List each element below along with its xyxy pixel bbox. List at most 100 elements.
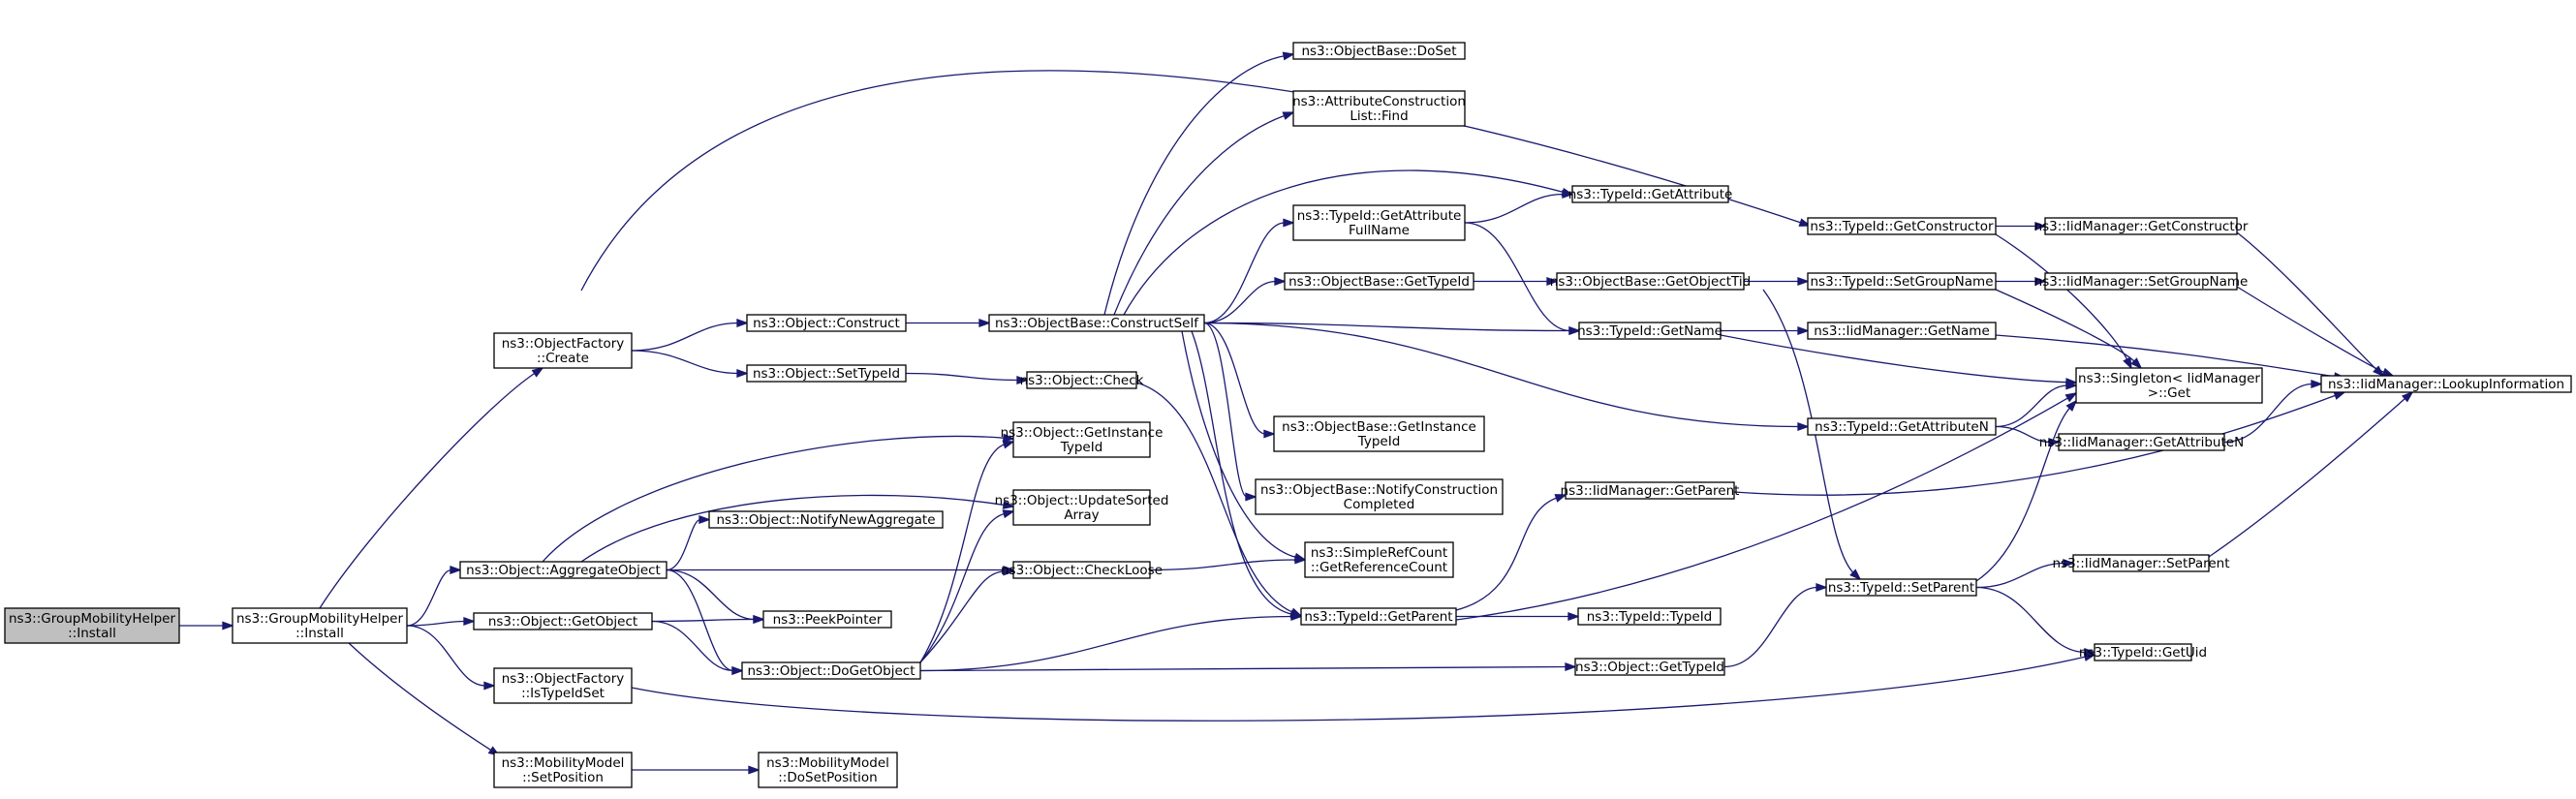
node-aggregate[interactable]: ns3::Object::AggregateObject	[459, 561, 667, 579]
edge-line	[1720, 334, 2068, 384]
node-box	[1574, 658, 1725, 676]
edge-line	[1995, 233, 2128, 361]
node-label: Array	[1064, 507, 1099, 523]
edge-dogetobject-to-updatesorted	[919, 509, 1015, 663]
node-create[interactable]: ns3::ObjectFactory::Create	[493, 332, 633, 369]
arrow-head	[2333, 391, 2346, 400]
node-peekpointer[interactable]: ns3::PeekPointer	[762, 610, 892, 629]
edge-constructself-to-doset	[1103, 51, 1295, 316]
node-label: ns3::TypeId::SetParent	[1828, 580, 1974, 596]
node-dogetobject[interactable]: ns3::Object::DoGetObject	[741, 661, 921, 680]
node-box	[1825, 578, 1977, 597]
node-doset[interactable]: ns3::ObjectBase::DoSet	[1292, 42, 1466, 60]
node-label: ::Install	[295, 626, 344, 641]
node-tid-getname[interactable]: ns3::TypeId::GetName	[1577, 322, 1723, 340]
arrow-head	[222, 621, 234, 630]
arrow-head	[1554, 494, 1567, 503]
node-label: ns3::ObjectBase::GetTypeId	[1288, 274, 1470, 290]
node-construct[interactable]: ns3::Object::Construct	[746, 314, 907, 332]
arrow-head	[736, 368, 749, 379]
node-label: List::Find	[1350, 108, 1408, 124]
node-tid-getuid[interactable]: ns3::TypeId::GetUid	[2079, 643, 2207, 661]
node-box	[762, 610, 892, 629]
node-label: ns3::ObjectBase::DoSet	[1301, 44, 1456, 59]
node-iid-getattributen[interactable]: ns3::IidManager::GetAttributeN	[2039, 433, 2244, 451]
node-getobjecttid[interactable]: ns3::ObjectBase::GetObjectTid	[1550, 272, 1751, 291]
node-tid-getattribute[interactable]: ns3::TypeId::GetAttribute	[1568, 185, 1733, 203]
node-iid-getname[interactable]: ns3::IidManager::GetName	[1807, 322, 1997, 340]
edge-line	[1203, 322, 1266, 435]
arrow-head	[1282, 51, 1295, 61]
node-getrefcount[interactable]: ns3::SimpleRefCount::GetReferenceCount	[1304, 541, 1454, 578]
node-root[interactable]: ns3::GroupMobilityHelper::Install	[4, 607, 180, 644]
node-tid-getattributen[interactable]: ns3::TypeId::GetAttributeN	[1807, 417, 1997, 436]
node-iid-setgroupname[interactable]: ns3::IidManager::SetGroupName	[2034, 272, 2249, 291]
arrow-head	[1797, 421, 1810, 432]
edge-line	[406, 620, 466, 627]
node-iid-setparent[interactable]: ns3::IidManager::SetParent	[2053, 554, 2230, 572]
node-tid-setgroupname[interactable]: ns3::TypeId::SetGroupName	[1807, 272, 1997, 291]
node-label: ::Create	[537, 351, 589, 366]
node-singleton-get[interactable]: ns3::Singleton< IidManager >::Get	[2075, 367, 2263, 404]
edge-iid-setgroupname-to-iid-lookup	[2236, 286, 2395, 377]
node-tid-typeid[interactable]: ns3::TypeId::TypeId	[1577, 607, 1722, 626]
node-objbasegettypeid[interactable]: ns3::ObjectBase::GetTypeId	[1284, 272, 1474, 291]
edge-aggregate-to-getinstancetypeid	[542, 433, 1015, 563]
node-tid-setparent[interactable]: ns3::TypeId::SetParent	[1825, 578, 1977, 597]
edge-getobject-to-peekpointer	[651, 614, 765, 625]
node-box	[1556, 272, 1745, 291]
edge-tid-getconstructor-to-singleton-get	[1995, 233, 2132, 370]
node-box	[1578, 322, 1722, 340]
node-getobject[interactable]: ns3::Object::GetObject	[473, 612, 653, 630]
node-box	[1012, 421, 1151, 458]
node-checkloose[interactable]: ns3::Object::CheckLoose	[1001, 561, 1163, 579]
edge-tid-getname-to-iid-getname	[1720, 325, 1810, 336]
node-label: ns3::IidManager::GetConstructor	[2034, 219, 2249, 234]
node-tid-getparent[interactable]: ns3::TypeId::GetParent	[1300, 607, 1457, 626]
node-settypeid[interactable]: ns3::Object::SetTypeId	[746, 364, 907, 383]
arrow-head	[1849, 569, 1862, 581]
arrow-head	[978, 318, 991, 328]
edge-getattrfullname-to-tid-getname	[1464, 222, 1581, 336]
edge-line	[905, 372, 1019, 382]
node-box	[2075, 367, 2263, 404]
node-box	[741, 661, 921, 680]
edge-install-to-setposition	[348, 642, 501, 757]
edge-install-to-aggregate	[406, 565, 462, 627]
node-label: >::Get	[2148, 385, 2190, 401]
arrow-head	[2402, 390, 2414, 403]
edge-line	[1455, 396, 2069, 621]
arrow-head	[1798, 218, 1812, 227]
arrow-head	[1245, 492, 1257, 502]
edge-line	[1995, 425, 2051, 444]
node-tid-getconstructor[interactable]: ns3::TypeId::GetConstructor	[1807, 217, 1997, 235]
node-box	[1300, 607, 1457, 626]
node-check[interactable]: ns3::Object::Check	[1020, 371, 1144, 389]
node-label: ns3::TypeId::GetParent	[1304, 609, 1452, 625]
node-iid-getparent[interactable]: ns3::IidManager::GetParent	[1561, 481, 1740, 500]
edge-line	[1191, 330, 1293, 615]
node-setposition[interactable]: ns3::MobilityModel::SetPosition	[493, 752, 633, 788]
node-notifynewagg[interactable]: ns3::Object::NotifyNewAggregate	[708, 510, 944, 529]
arrow-head	[1002, 509, 1015, 519]
node-iid-lookup[interactable]: ns3::IidManager::LookupInformation	[2320, 375, 2572, 393]
node-box	[459, 561, 667, 579]
node-istypeidset[interactable]: ns3::ObjectFactory::IsTypeIdSet	[493, 667, 633, 704]
node-iid-getconstructor[interactable]: ns3::IidManager::GetConstructor	[2034, 217, 2249, 235]
node-constructself[interactable]: ns3::ObjectBase::ConstructSelf	[988, 314, 1205, 332]
node-dosetposition[interactable]: ns3::MobilityModel::DoSetPosition	[758, 752, 898, 788]
node-install[interactable]: ns3::GroupMobilityHelper::Install	[232, 607, 408, 644]
node-notifyconstruction[interactable]: ns3::ObjectBase::NotifyConstructionCompl…	[1255, 478, 1504, 515]
node-obj-gettypeid[interactable]: ns3::Object::GetTypeId	[1574, 658, 1725, 676]
edge-line	[1464, 222, 1571, 332]
node-box	[493, 667, 633, 704]
edge-construct-to-constructself	[905, 318, 991, 328]
arrow-head	[2034, 221, 2047, 231]
edge-line	[1995, 289, 2136, 363]
node-label: ns3::TypeId::GetUid	[2079, 645, 2207, 661]
